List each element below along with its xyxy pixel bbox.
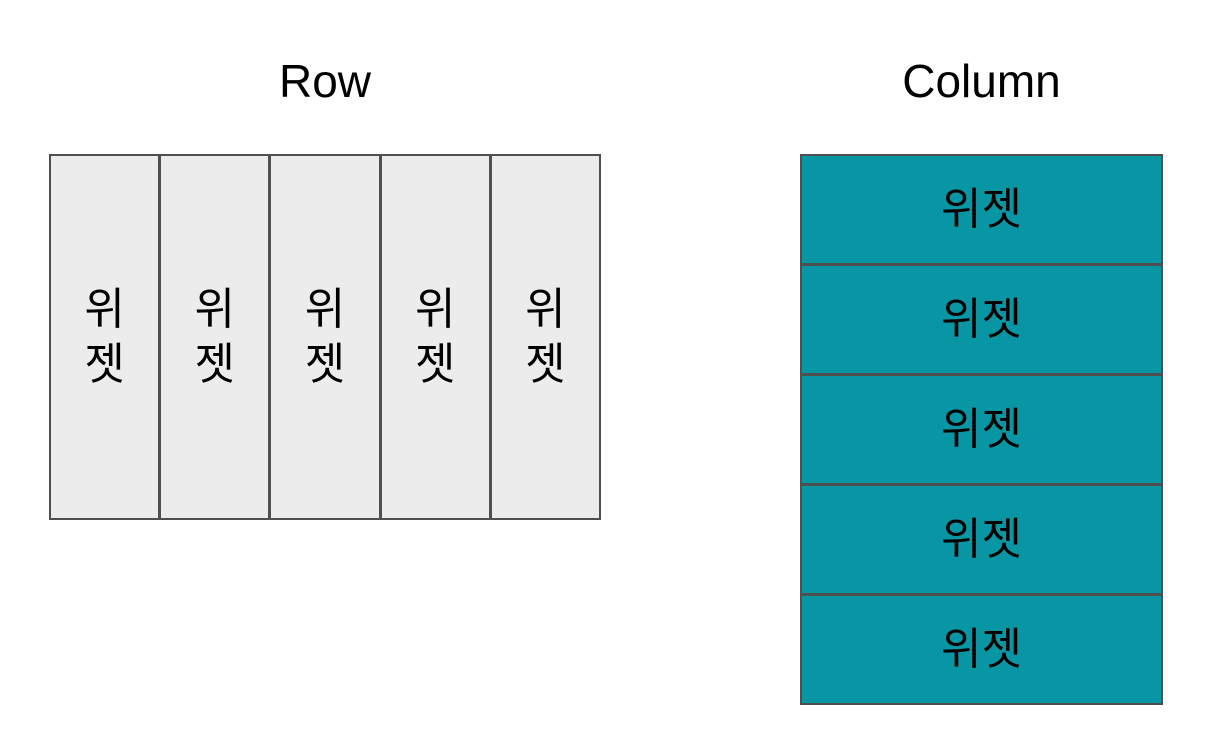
widget-label: 위젯	[84, 285, 125, 389]
row-widget-cell: 위젯	[161, 156, 272, 518]
widget-label: 위젯	[941, 184, 1022, 234]
widget-label: 위젯	[304, 285, 346, 389]
widget-label: 위젯	[414, 285, 456, 389]
row-widget-cell: 위젯	[271, 156, 382, 518]
column-widget-cell: 위젯	[802, 596, 1161, 703]
column-box: 위젯 위젯 위젯 위젯 위젯	[800, 154, 1163, 705]
column-widget-cell: 위젯	[802, 156, 1161, 266]
widget-label: 위젯	[194, 285, 236, 389]
widget-label: 위젯	[941, 514, 1022, 564]
widget-label: 위젯	[941, 294, 1022, 344]
column-widget-cell: 위젯	[802, 486, 1161, 596]
column-widget-cell: 위젯	[802, 376, 1161, 486]
widget-label: 위젯	[941, 404, 1022, 454]
column-widget-cell: 위젯	[802, 266, 1161, 376]
row-widget-cell: 위젯	[51, 156, 162, 518]
row-box: 위젯 위젯 위젯 위젯 위젯	[49, 154, 601, 520]
column-title: Column	[902, 55, 1061, 107]
row-widget-cell: 위젯	[381, 156, 492, 518]
row-widget-cell: 위젯	[491, 156, 600, 518]
row-title: Row	[278, 55, 372, 107]
widget-label: 위젯	[525, 285, 566, 389]
widget-label: 위젯	[941, 624, 1022, 674]
